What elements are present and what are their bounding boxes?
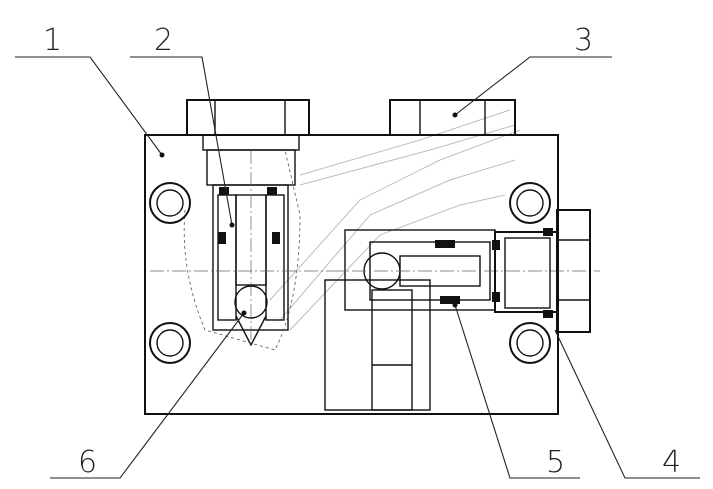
lower-port <box>324 279 431 411</box>
callout-2: 2 <box>154 23 173 58</box>
mounting-hole-bottom-left <box>149 322 191 364</box>
leader-lines <box>15 56 700 479</box>
watermark-strokes <box>269 109 521 331</box>
callout-1: 1 <box>43 23 62 58</box>
right-plug <box>492 209 591 333</box>
horizontal-valve <box>150 229 600 311</box>
callout-5: 5 <box>546 445 565 480</box>
left-cartridge <box>183 149 301 351</box>
mounting-hole-bottom-right <box>509 322 551 364</box>
callout-3: 3 <box>574 23 593 58</box>
mounting-hole-top-left <box>149 182 191 224</box>
callout-4: 4 <box>662 445 681 480</box>
left-cartridge-nut <box>186 99 310 151</box>
right-top-nut <box>389 99 516 136</box>
callout-6: 6 <box>78 445 97 480</box>
leader-dots <box>159 112 458 316</box>
mounting-hole-top-right <box>509 182 551 224</box>
